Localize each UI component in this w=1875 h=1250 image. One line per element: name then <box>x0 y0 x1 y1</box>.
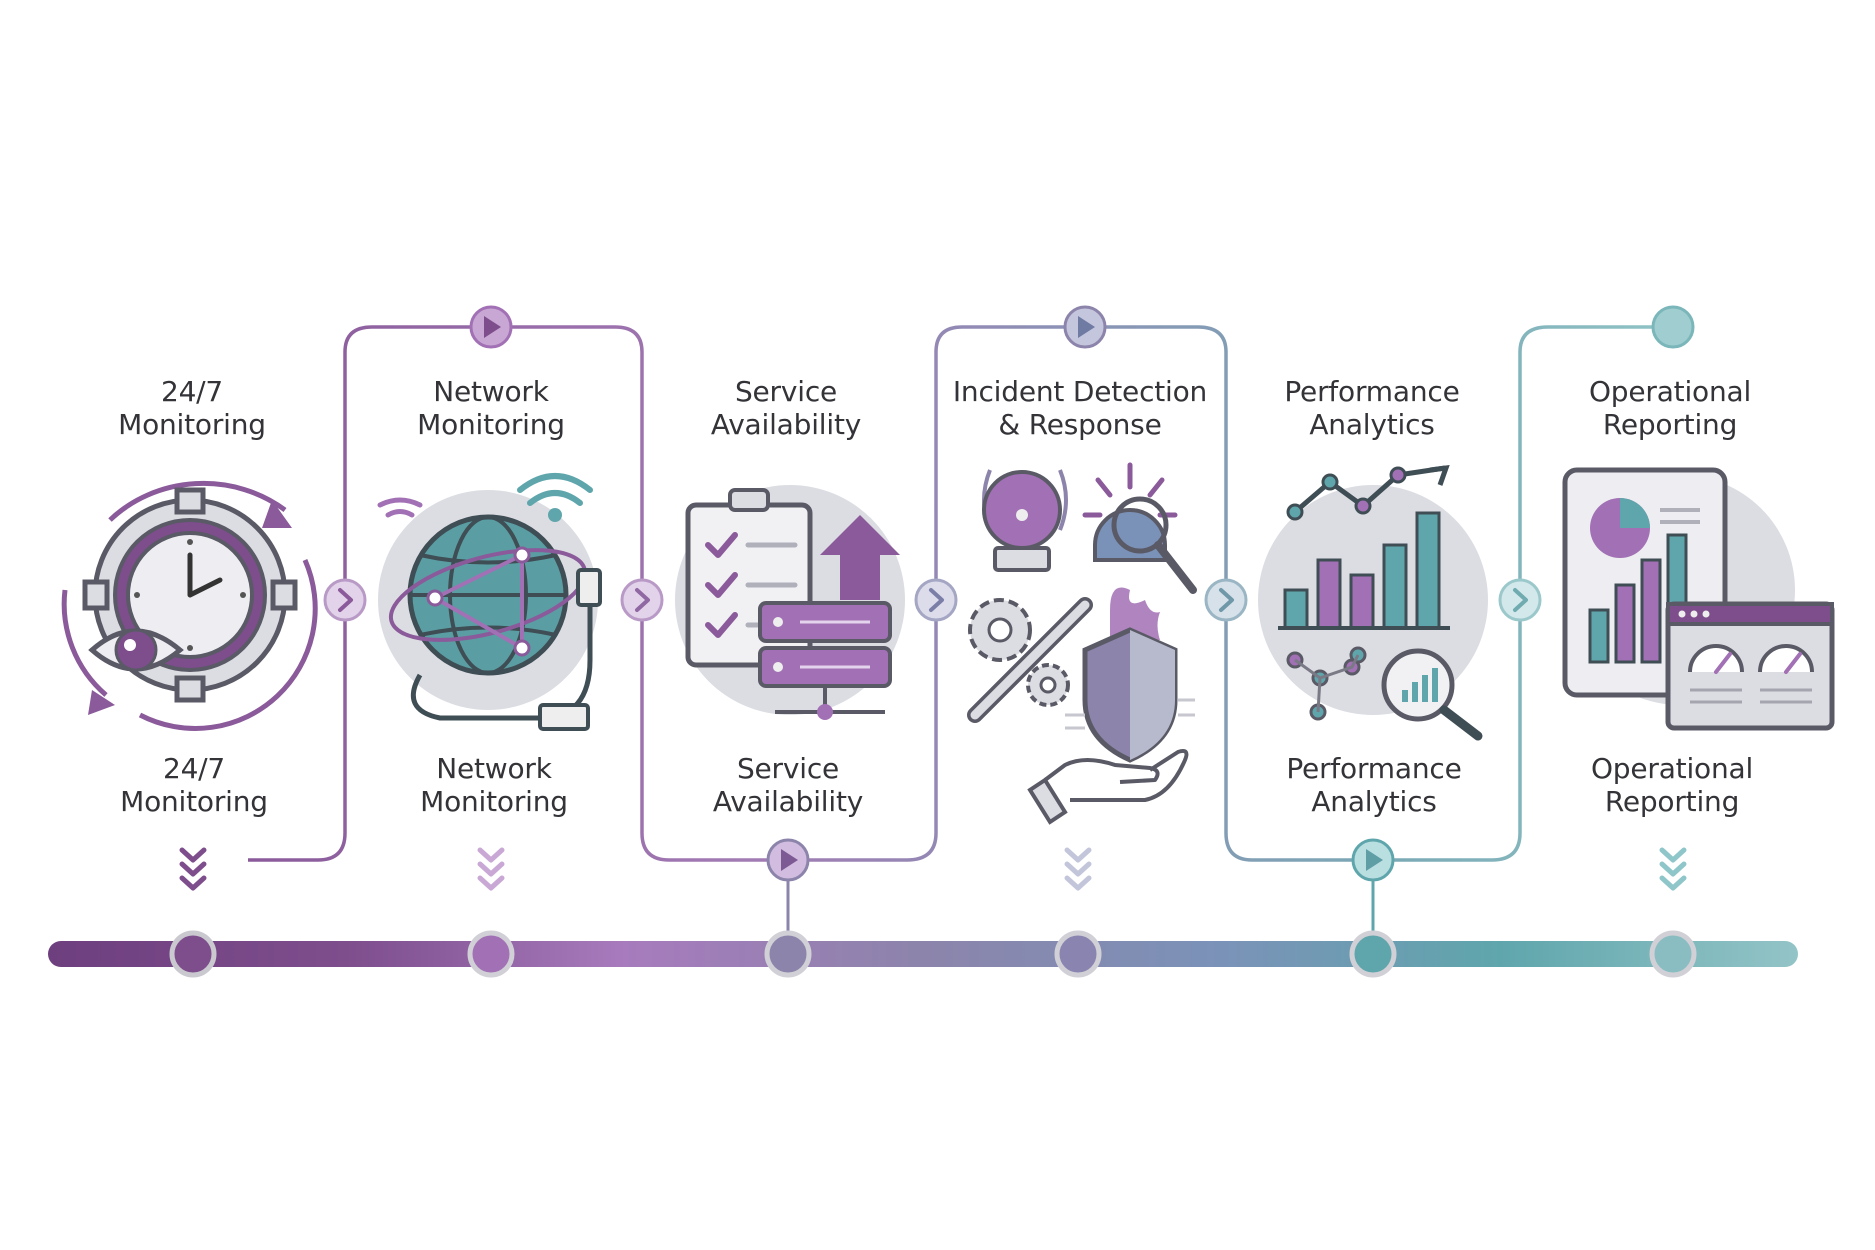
label-line: Service <box>736 752 840 785</box>
label-line: Monitoring <box>420 785 568 818</box>
play-node-bottom <box>1351 838 1395 882</box>
label-line: Incident Detection <box>952 375 1208 408</box>
label-line: Analytics <box>1309 408 1435 441</box>
label-line: & Response <box>998 408 1162 441</box>
report-dashboard-icon <box>1562 467 1835 731</box>
label-line: Monitoring <box>118 408 266 441</box>
step-5-top-label: Performance Analytics <box>1222 375 1522 441</box>
step-2-bottom-label: Network Monitoring <box>344 752 644 818</box>
chevron-down-icon <box>1064 847 1092 891</box>
play-node-top <box>1063 305 1107 349</box>
play-node-bottom <box>766 838 810 882</box>
label-line: Reporting <box>1602 408 1738 441</box>
label-line: Operational <box>1588 375 1752 408</box>
arrow-node <box>914 578 958 622</box>
arrow-node <box>1498 578 1542 622</box>
label-line: Operational <box>1590 752 1754 785</box>
label-line: 24/7 <box>160 375 224 408</box>
globe-network-icon <box>377 473 602 731</box>
label-line: Network <box>436 752 552 785</box>
arrow-node <box>620 578 664 622</box>
timeline-bar <box>48 941 1798 967</box>
chevron-down-icon <box>1659 847 1687 891</box>
label-line: 24/7 <box>162 752 226 785</box>
step-6-bottom-label: Operational Reporting <box>1522 752 1822 818</box>
label-line: Monitoring <box>417 408 565 441</box>
label-line: Reporting <box>1604 785 1740 818</box>
play-node-top <box>469 305 513 349</box>
label-line: Network <box>433 375 549 408</box>
alarm-shield-tools-icon <box>967 462 1197 825</box>
label-line: Performance <box>1286 752 1462 785</box>
chevron-down-icon <box>179 847 207 891</box>
label-line: Monitoring <box>120 785 268 818</box>
label-line: Availability <box>710 408 862 441</box>
timeline-node <box>467 930 515 978</box>
step-3-bottom-label: Service Availability <box>638 752 938 818</box>
checklist-server-icon <box>675 485 905 720</box>
chevron-down-icon <box>477 847 505 891</box>
step-1-bottom-label: 24/7 Monitoring <box>44 752 344 818</box>
label-line: Service <box>734 375 838 408</box>
timeline-node <box>1054 930 1102 978</box>
timeline-node <box>169 930 217 978</box>
step-4-top-label: Incident Detection & Response <box>930 375 1230 441</box>
gear-clock-eye-icon <box>61 480 318 731</box>
step-6-top-label: Operational Reporting <box>1520 375 1820 441</box>
label-line: Availability <box>712 785 864 818</box>
timeline-node <box>764 930 812 978</box>
arrow-node <box>323 578 367 622</box>
timeline-node <box>1649 930 1697 978</box>
end-node-top <box>1651 305 1695 349</box>
step-5-bottom-label: Performance Analytics <box>1224 752 1524 818</box>
analytics-chart-icon <box>1258 465 1488 741</box>
step-1-top-label: 24/7 Monitoring <box>42 375 342 441</box>
arrow-node <box>1204 578 1248 622</box>
label-line: Analytics <box>1311 785 1437 818</box>
timeline-node <box>1349 930 1397 978</box>
step-3-top-label: Service Availability <box>636 375 936 441</box>
step-2-top-label: Network Monitoring <box>341 375 641 441</box>
label-line: Performance <box>1284 375 1460 408</box>
